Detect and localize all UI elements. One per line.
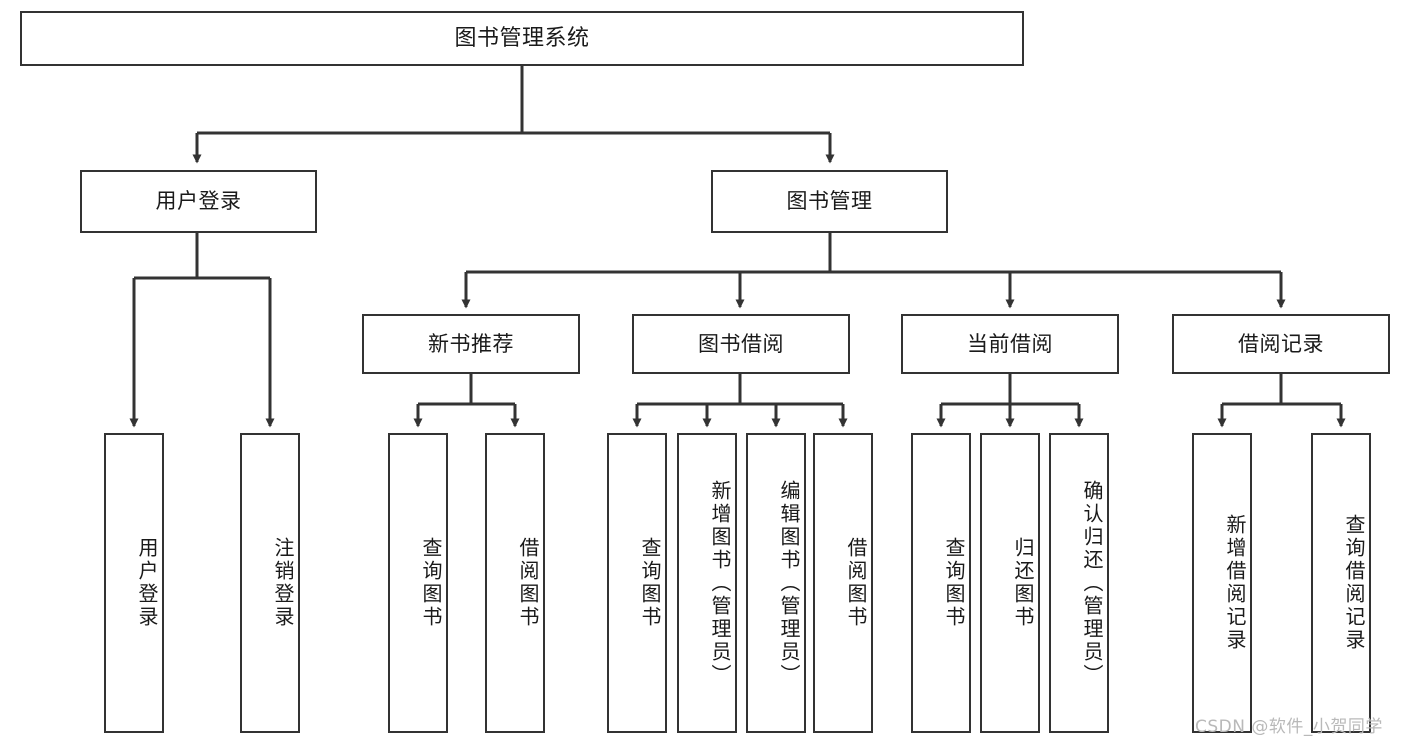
node-current-borrow[interactable]: 当前借阅	[901, 314, 1119, 374]
node-new-book-recommend[interactable]: 新书推荐	[362, 314, 580, 374]
node-label: 注销登录	[271, 537, 295, 629]
node-label: 图书管理系统	[454, 25, 590, 51]
node-label: 当前借阅	[967, 331, 1053, 356]
node-label: 借阅图书	[516, 537, 540, 629]
leaf-record-add-record[interactable]: 新增借阅记录	[1192, 433, 1252, 733]
node-label: 借阅图书	[844, 537, 868, 629]
node-root-system[interactable]: 图书管理系统	[20, 11, 1024, 66]
leaf-current-confirm-return[interactable]: 确认归还（管理员）	[1049, 433, 1109, 733]
node-label: 查询图书	[638, 537, 662, 629]
leaf-borrow-add-book[interactable]: 新增图书（管理员）	[677, 433, 737, 733]
node-user-login[interactable]: 用户登录	[80, 170, 317, 233]
leaf-user-login-signin[interactable]: 用户登录	[104, 433, 164, 733]
node-borrow-record[interactable]: 借阅记录	[1172, 314, 1390, 374]
node-book-borrow[interactable]: 图书借阅	[632, 314, 850, 374]
leaf-current-query-book[interactable]: 查询图书	[911, 433, 971, 733]
node-label: 新书推荐	[428, 331, 514, 356]
leaf-user-login-signout[interactable]: 注销登录	[240, 433, 300, 733]
node-label: 查询图书	[419, 537, 443, 629]
node-book-management[interactable]: 图书管理	[711, 170, 948, 233]
node-label: 查询图书	[942, 537, 966, 629]
node-label: 图书管理	[786, 189, 873, 214]
node-label: 借阅记录	[1238, 331, 1324, 356]
leaf-current-return-book[interactable]: 归还图书	[980, 433, 1040, 733]
leaf-record-query-record[interactable]: 查询借阅记录	[1311, 433, 1371, 733]
node-label: 图书借阅	[698, 331, 784, 356]
node-label: 用户登录	[155, 189, 242, 214]
node-label: 编辑图书（管理员）	[777, 479, 801, 687]
leaf-borrow-query-book[interactable]: 查询图书	[607, 433, 667, 733]
node-label: 归还图书	[1011, 537, 1035, 629]
node-label: 用户登录	[135, 537, 159, 629]
node-label: 确认归还（管理员）	[1080, 479, 1104, 687]
leaf-recommend-query-book[interactable]: 查询图书	[388, 433, 448, 733]
leaf-recommend-borrow-book[interactable]: 借阅图书	[485, 433, 545, 733]
leaf-borrow-borrow-book[interactable]: 借阅图书	[813, 433, 873, 733]
watermark-csdn: CSDN @软件_小贺同学	[1195, 717, 1383, 737]
leaf-borrow-edit-book[interactable]: 编辑图书（管理员）	[746, 433, 806, 733]
node-label: 新增图书（管理员）	[708, 479, 732, 687]
node-label: 新增借阅记录	[1223, 514, 1247, 652]
node-label: 查询借阅记录	[1342, 514, 1366, 652]
